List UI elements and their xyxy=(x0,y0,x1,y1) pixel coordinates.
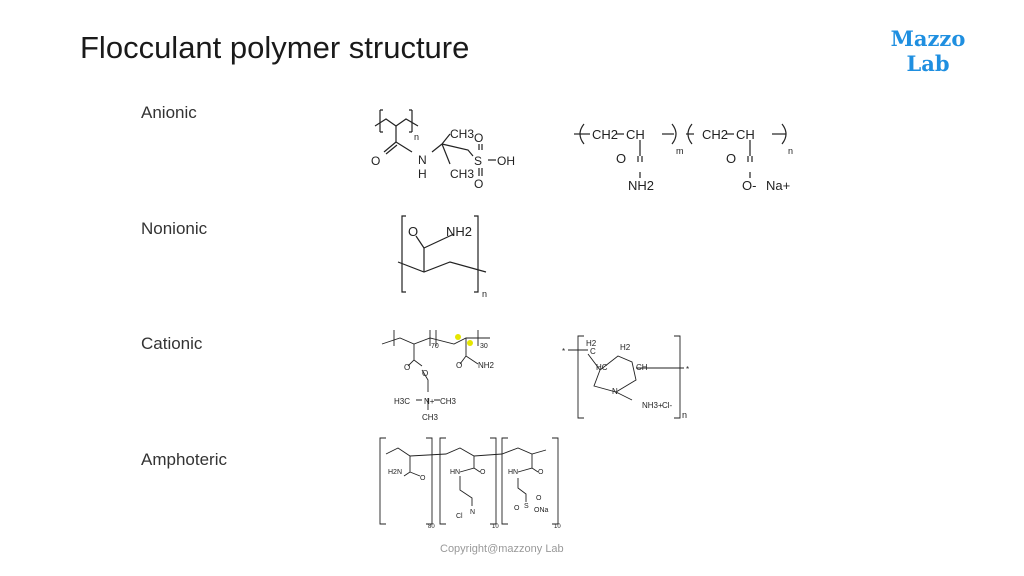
copolymer-sub-n: n xyxy=(788,146,793,156)
cationic-a-nh2: NH2 xyxy=(478,361,495,370)
amphoteric-o2: O xyxy=(480,469,486,476)
cationic-b-c: C xyxy=(590,347,596,356)
amphoteric-n: N xyxy=(470,509,475,516)
cationic-b-n: N xyxy=(612,387,618,396)
copolymer-o-minus: O- xyxy=(742,178,756,193)
logo-line-2: Lab xyxy=(906,51,950,76)
nonionic-sub-n: n xyxy=(482,289,487,299)
amphoteric-o3: O xyxy=(538,469,544,476)
label-nonionic: Nonionic xyxy=(141,219,208,238)
cationic-b-cl: Cl- xyxy=(662,401,673,410)
amps-ch3-top: CH3 xyxy=(450,127,474,141)
polyacrylamide-structure: O NH2 n xyxy=(397,215,487,299)
page-title: Flocculant polymer structure xyxy=(80,30,470,65)
amphoteric-o5: O xyxy=(514,505,520,512)
copolymer-na-plus: Na+ xyxy=(766,178,790,193)
copolymer-o2: O xyxy=(726,151,736,166)
amphoteric-hn1: HN xyxy=(450,469,460,476)
amphoteric-ona: ONa xyxy=(534,507,549,514)
copolymer-nh2: NH2 xyxy=(628,178,654,193)
copolymer-sub-m: m xyxy=(676,146,684,156)
cationic-b-nh3: NH3+ xyxy=(642,401,663,410)
cationic-a-sub-70: 70 xyxy=(431,343,439,350)
acrylamide-acrylate-copolymer: CH2 CH m CH2 CH n O NH2 O O- Na+ xyxy=(574,123,793,193)
cationic-amidine-polymer: * * H2 C H2 HC CH N NH3+ Cl- n xyxy=(562,335,689,420)
cationic-b-h2-a: H2 xyxy=(586,339,597,348)
cationic-b-star-left: * xyxy=(562,347,565,356)
amphoteric-terpolymer: H2N O HN O Cl N HN O S O O ONa 80 10 10 xyxy=(379,437,561,530)
cationic-a-ch3-right: CH3 xyxy=(440,397,457,406)
cationic-a-sub-30: 30 xyxy=(480,343,488,350)
cationic-a-o2: O xyxy=(422,369,428,378)
nonionic-nh2: NH2 xyxy=(446,224,472,239)
cationic-a-h3c: H3C xyxy=(394,397,410,406)
cationic-b-star-right: * xyxy=(686,365,689,374)
amphoteric-o1: O xyxy=(420,475,426,482)
copyright-text: Copyright@mazzony Lab xyxy=(440,543,564,555)
amps-o: O xyxy=(371,154,380,168)
cationic-b-h2-b: H2 xyxy=(620,343,631,352)
amphoteric-cl: Cl xyxy=(456,513,463,520)
amps-o3: O xyxy=(474,177,483,191)
amphoteric-o4: O xyxy=(536,495,542,502)
mazzo-lab-logo: Mazzo Lab xyxy=(878,26,978,76)
copolymer-ch-b: CH xyxy=(736,127,755,142)
label-anionic: Anionic xyxy=(141,103,197,122)
cationic-b-ch: CH xyxy=(636,363,648,372)
copolymer-ch2-a: CH2 xyxy=(592,127,618,142)
amps-h: H xyxy=(418,167,427,181)
cationic-a-ch3-bottom: CH3 xyxy=(422,413,439,422)
label-amphoteric: Amphoteric xyxy=(141,450,227,469)
amps-oh: OH xyxy=(497,154,515,168)
amps-sub-n: n xyxy=(414,132,419,142)
cationic-a-o3: O xyxy=(456,361,462,370)
cationic-copolymer-a: 70 30 O O O NH2 N+ H3C CH3 CH3 xyxy=(381,330,495,422)
amphoteric-hn2: HN xyxy=(508,469,518,476)
cationic-a-o1: O xyxy=(404,363,410,372)
cationic-b-hc: HC xyxy=(596,363,608,372)
amphoteric-sub-80: 80 xyxy=(428,524,435,530)
copolymer-ch-a: CH xyxy=(626,127,645,142)
amps-ch3-bottom: CH3 xyxy=(450,167,474,181)
amphoteric-sub-10a: 10 xyxy=(492,524,499,530)
cationic-a-n-plus: N+ xyxy=(424,397,435,406)
amphoteric-s: S xyxy=(524,503,529,510)
amps-structure: n CH3 O N H CH3 O S O OH xyxy=(371,109,515,191)
cationic-b-sub-n: n xyxy=(682,410,687,420)
copolymer-o1: O xyxy=(616,151,626,166)
copolymer-ch2-b: CH2 xyxy=(702,127,728,142)
nonionic-o: O xyxy=(408,224,418,239)
amphoteric-h2n: H2N xyxy=(388,469,402,476)
label-cationic: Cationic xyxy=(141,334,203,353)
amphoteric-sub-10b: 10 xyxy=(554,524,561,530)
amps-o2: O xyxy=(474,131,483,145)
amps-n: N xyxy=(418,153,427,167)
logo-line-1: Mazzo xyxy=(890,26,966,51)
amps-s: S xyxy=(474,154,482,168)
